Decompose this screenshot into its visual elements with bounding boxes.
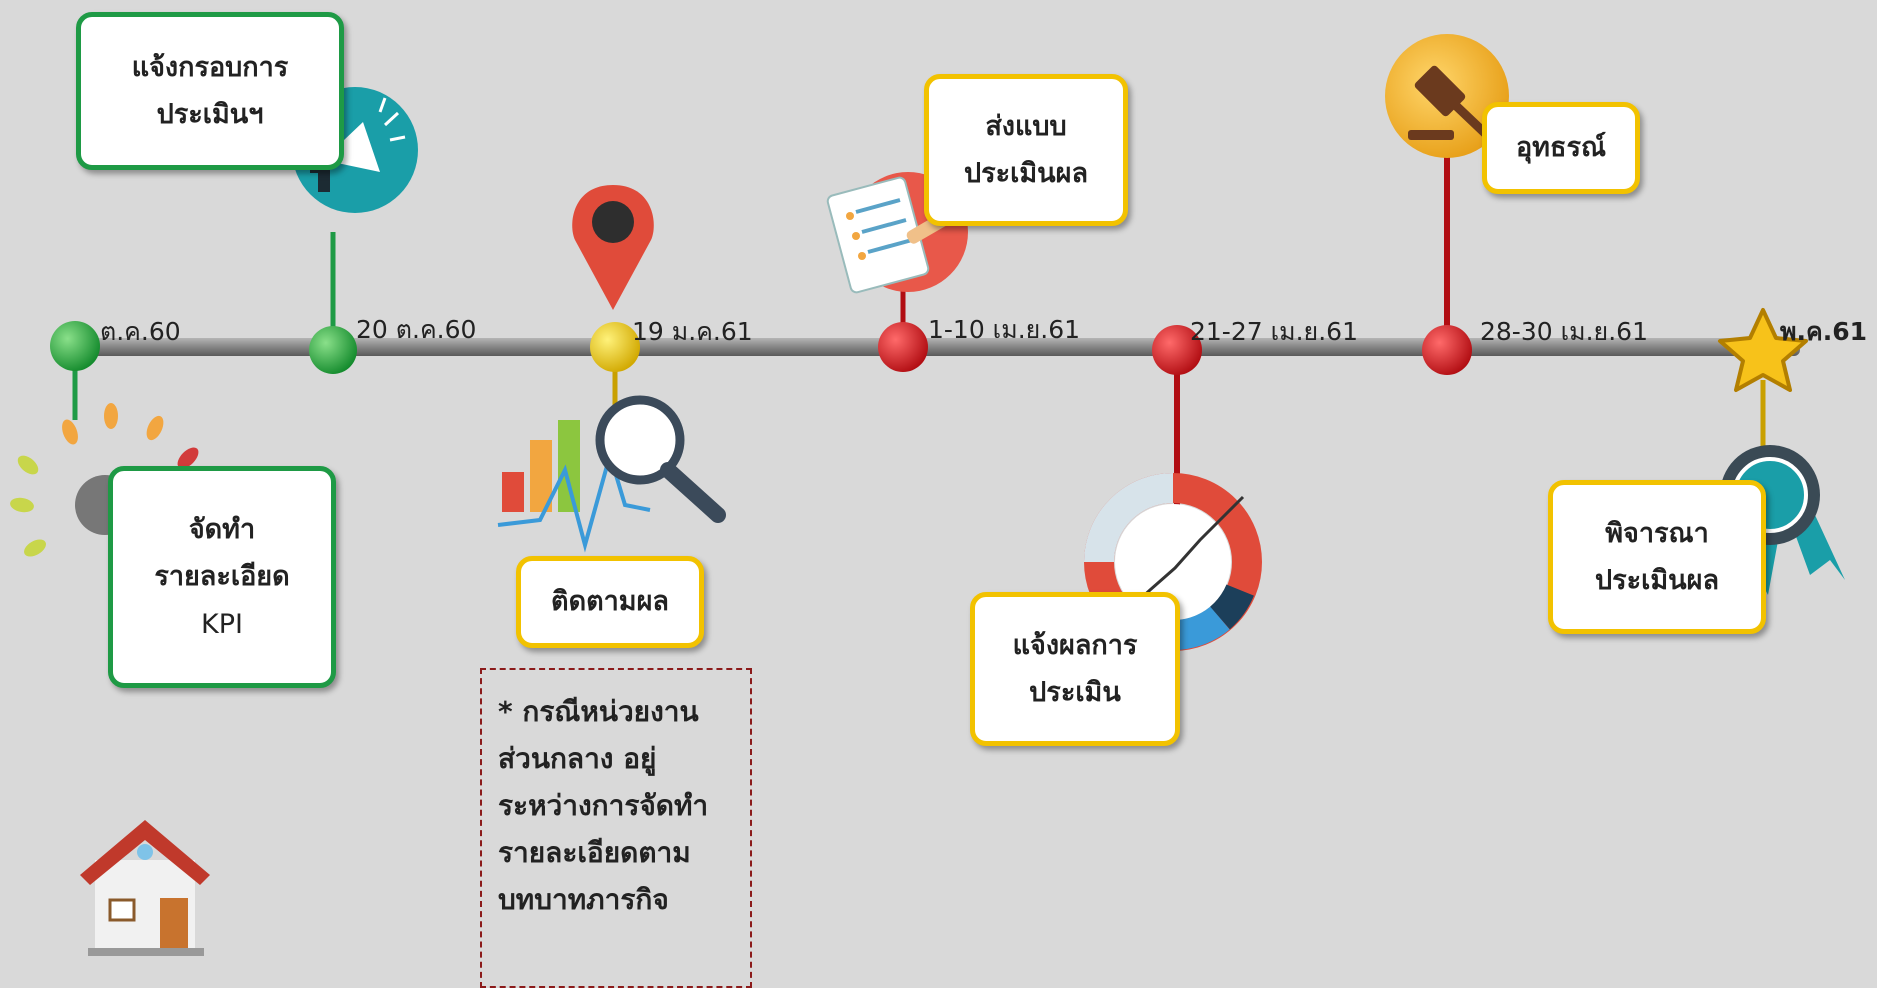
milestone-label-line: KPI <box>201 608 243 640</box>
milestone-node-3 <box>590 322 640 372</box>
note-box: * กรณีหน่วยงาน ส่วนกลาง อยู่ ระหว่างการจ… <box>480 668 752 988</box>
star-icon <box>1718 308 1808 392</box>
milestone-box-1: จัดทำ รายละเอียด KPI <box>108 466 336 688</box>
milestone-node-4 <box>878 322 928 372</box>
milestone-node-2 <box>309 326 357 374</box>
milestone-label-line: ประเมินฯ <box>156 99 264 130</box>
milestone-label-line: ส่งแบบ <box>985 110 1067 142</box>
note-line: บทบาทภารกิจ <box>498 883 669 917</box>
milestone-date-7: พ.ค.61 <box>1780 317 1867 346</box>
milestone-label-line: พิจารณา <box>1605 517 1709 549</box>
milestone-label-line: ประเมิน <box>1029 677 1121 708</box>
milestone-date-5: 21-27 เม.ย.61 <box>1190 317 1358 346</box>
milestone-box-7: พิจารณา ประเมินผล <box>1548 480 1766 634</box>
magnifier-chart-icon <box>497 395 726 553</box>
milestone-label-line: จัดทำ <box>188 514 256 546</box>
milestone-node-1 <box>50 321 100 371</box>
milestone-label-line: แจ้งกรอบการ <box>131 51 289 83</box>
milestone-date-1: ต.ค.60 <box>100 317 181 346</box>
milestone-date-2: 20 ต.ค.60 <box>356 315 477 344</box>
milestone-date-3: 19 ม.ค.61 <box>632 317 753 346</box>
location-pin-icon <box>572 185 654 310</box>
note-line: ส่วนกลาง อยู่ <box>498 742 657 776</box>
milestone-node-5 <box>1152 325 1202 375</box>
milestone-date-6: 28-30 เม.ย.61 <box>1480 317 1648 346</box>
milestone-box-6: อุทธรณ์ <box>1482 102 1640 194</box>
milestone-label-line: แจ้งผลการ <box>1012 629 1138 661</box>
milestone-label-line: ประเมินผล <box>964 158 1088 189</box>
milestone-box-5: แจ้งผลการ ประเมิน <box>970 592 1180 746</box>
milestone-box-2: แจ้งกรอบการ ประเมินฯ <box>76 12 344 170</box>
note-line: ระหว่างการจัดทำ <box>498 789 709 823</box>
timeline-bar <box>60 338 1800 356</box>
milestone-label-line: อุทธรณ์ <box>1515 132 1607 164</box>
milestone-box-4: ส่งแบบ ประเมินผล <box>924 74 1128 226</box>
milestone-box-3: ติดตามผล <box>516 556 704 648</box>
note-line: * กรณีหน่วยงาน <box>498 695 699 728</box>
note-line: รายละเอียดตาม <box>498 836 691 870</box>
home-icon[interactable] <box>80 820 210 956</box>
milestone-label-line: ประเมินผล <box>1595 565 1719 596</box>
milestone-label-line: ติดตามผล <box>551 586 669 618</box>
milestone-label-line: รายละเอียด <box>154 561 290 593</box>
milestone-node-6 <box>1422 325 1472 375</box>
milestone-date-4: 1-10 เม.ย.61 <box>928 315 1081 344</box>
